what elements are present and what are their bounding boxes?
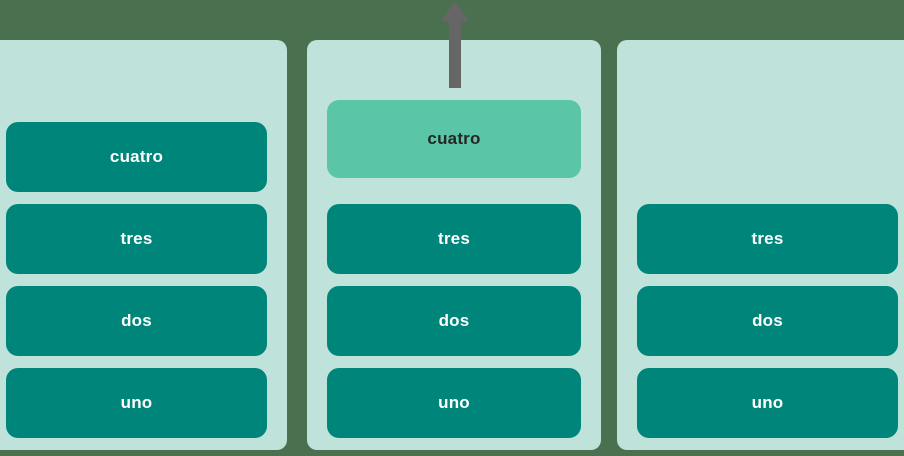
column-middle-empty-space	[327, 40, 581, 88]
column-right[interactable]: tres dos uno	[617, 40, 904, 450]
card-tres-right[interactable]: tres	[637, 204, 898, 274]
card-uno-left[interactable]: uno	[6, 368, 267, 438]
card-dos-left[interactable]: dos	[6, 286, 267, 356]
card-dos-middle[interactable]: dos	[327, 286, 581, 356]
column-left[interactable]: cuatro tres dos uno	[0, 40, 287, 450]
column-middle[interactable]: cuatro tres dos uno	[307, 40, 601, 450]
card-uno-middle[interactable]: uno	[327, 368, 581, 438]
column-right-empty-space	[637, 40, 898, 192]
card-cuatro-left[interactable]: cuatro	[6, 122, 267, 192]
card-tres-left[interactable]: tres	[6, 204, 267, 274]
card-tres-middle[interactable]: tres	[327, 204, 581, 274]
card-cuatro-middle-selected[interactable]: cuatro	[327, 100, 581, 178]
card-uno-right[interactable]: uno	[637, 368, 898, 438]
card-dos-right[interactable]: dos	[637, 286, 898, 356]
column-left-empty-space	[6, 40, 267, 110]
